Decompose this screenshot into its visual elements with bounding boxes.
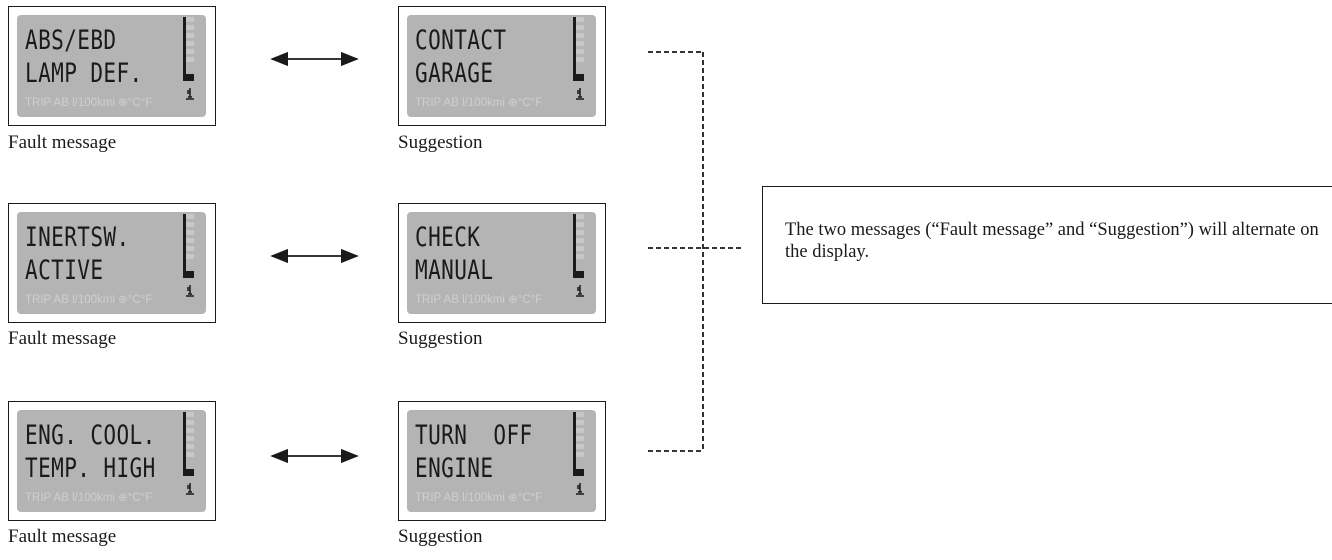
lcd-screen: INERTSW. ACTIVE TRIP AB l/100kmi ⊕°C°F <box>17 212 206 314</box>
lcd-screen: CONTACT GARAGE TRIP AB l/100kmi ⊕°C°F <box>407 15 596 117</box>
lcd-line-2: ACTIVE <box>25 255 104 286</box>
thermometer-icon <box>186 285 194 297</box>
fault-display-2: INERTSW. ACTIVE TRIP AB l/100kmi ⊕°C°F <box>8 203 216 323</box>
lcd-line-1: TURN OFF <box>415 420 533 451</box>
lcd-line-2: ENGINE <box>415 453 494 484</box>
fault-caption-1: Fault message <box>8 132 117 153</box>
thermometer-icon <box>186 483 194 495</box>
fault-display-3: ENG. COOL. TEMP. HIGH TRIP AB l/100kmi ⊕… <box>8 401 216 521</box>
thermometer-icon <box>186 88 194 100</box>
thermometer-icon <box>576 285 584 297</box>
dashed-bracket <box>648 51 742 452</box>
level-gauge-icon <box>183 214 194 278</box>
lcd-status-text: TRIP AB l/100kmi ⊕°C°F <box>25 294 153 306</box>
note-box: The two messages (“Fault message” and “S… <box>762 186 1332 304</box>
lcd-status-text: TRIP AB l/100kmi ⊕°C°F <box>25 492 153 504</box>
fault-caption-2: Fault message <box>8 328 117 349</box>
level-gauge-icon <box>573 214 584 278</box>
lcd-line-1: ENG. COOL. <box>25 420 156 451</box>
fault-caption-3: Fault message <box>8 526 117 547</box>
level-gauge-icon <box>183 17 194 81</box>
lcd-line-1: INERTSW. <box>25 222 130 253</box>
lcd-line-2: TEMP. HIGH <box>25 453 156 484</box>
level-gauge-icon <box>183 412 194 476</box>
level-gauge-icon <box>573 17 584 81</box>
level-gauge-icon <box>573 412 584 476</box>
lcd-line-2: MANUAL <box>415 255 494 286</box>
lcd-status-text: TRIP AB l/100kmi ⊕°C°F <box>415 97 543 109</box>
suggestion-display-2: CHECK MANUAL TRIP AB l/100kmi ⊕°C°F <box>398 203 606 323</box>
fault-display-1: ABS/EBD LAMP DEF. TRIP AB l/100kmi ⊕°C°F <box>8 6 216 126</box>
thermometer-icon <box>576 88 584 100</box>
suggestion-display-3: TURN OFF ENGINE TRIP AB l/100kmi ⊕°C°F <box>398 401 606 521</box>
lcd-status-text: TRIP AB l/100kmi ⊕°C°F <box>415 492 543 504</box>
suggestion-display-1: CONTACT GARAGE TRIP AB l/100kmi ⊕°C°F <box>398 6 606 126</box>
lcd-status-text: TRIP AB l/100kmi ⊕°C°F <box>25 97 153 109</box>
lcd-line-2: LAMP DEF. <box>25 58 143 89</box>
suggestion-caption-2: Suggestion <box>398 328 483 349</box>
lcd-screen: TURN OFF ENGINE TRIP AB l/100kmi ⊕°C°F <box>407 410 596 512</box>
lcd-line-2: GARAGE <box>415 58 494 89</box>
suggestion-caption-3: Suggestion <box>398 526 483 547</box>
suggestion-caption-1: Suggestion <box>398 132 483 153</box>
lcd-line-1: ABS/EBD <box>25 25 117 56</box>
lcd-status-text: TRIP AB l/100kmi ⊕°C°F <box>415 294 543 306</box>
thermometer-icon <box>576 483 584 495</box>
lcd-screen: ENG. COOL. TEMP. HIGH TRIP AB l/100kmi ⊕… <box>17 410 206 512</box>
lcd-screen: CHECK MANUAL TRIP AB l/100kmi ⊕°C°F <box>407 212 596 314</box>
lcd-line-1: CONTACT <box>415 25 507 56</box>
lcd-line-1: CHECK <box>415 222 481 253</box>
lcd-screen: ABS/EBD LAMP DEF. TRIP AB l/100kmi ⊕°C°F <box>17 15 206 117</box>
note-text: The two messages (“Fault message” and “S… <box>785 220 1319 262</box>
